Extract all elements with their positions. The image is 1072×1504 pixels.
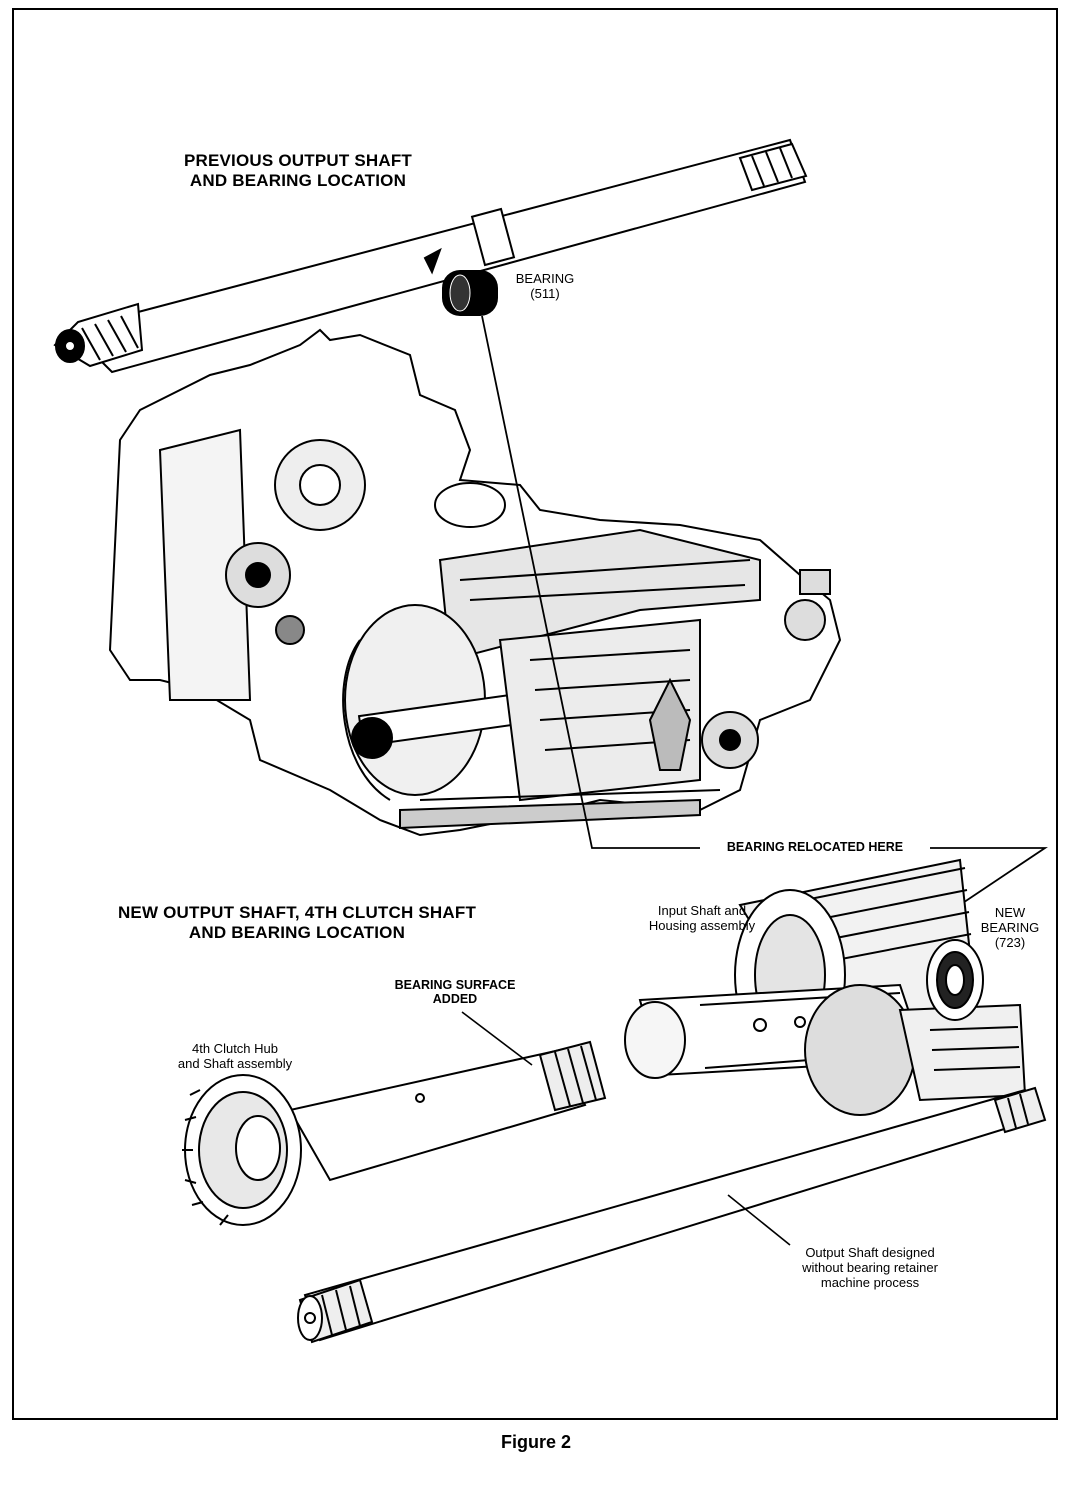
input-shaft-label: Input Shaft and Housing assembly [648, 903, 756, 933]
bearing-511-icon [442, 270, 498, 316]
relocation-leader [481, 315, 700, 849]
figure-frame [12, 8, 1058, 1420]
previous-shaft-heading: PREVIOUS OUTPUT SHAFT AND BEARING LOCATI… [183, 151, 413, 190]
clutch-hub-label: 4th Clutch Hub and Shaft assembly [177, 1041, 293, 1071]
output-shaft-leader [727, 1194, 791, 1246]
bearing-surface-label: BEARING SURFACE ADDED [394, 978, 516, 1007]
clutch-hub-shaft [182, 1040, 607, 1226]
bearing-relocated-label: BEARING RELOCATED HERE [700, 840, 930, 855]
figure-caption: Figure 2 [500, 1432, 571, 1452]
bearing-511-label: BEARING (511) [515, 271, 575, 301]
bearing-723-icon [926, 939, 984, 1021]
previous-output-shaft [53, 138, 808, 374]
new-shaft-heading: NEW OUTPUT SHAFT, 4TH CLUTCH SHAFT AND B… [117, 903, 477, 942]
transmission-assembly [108, 328, 842, 837]
output-shaft-note-label: Output Shaft designed without bearing re… [802, 1245, 938, 1290]
new-bearing-label: NEW BEARING (723) [980, 905, 1040, 950]
bearing-surface-leader [461, 1011, 533, 1066]
input-shaft-housing [624, 858, 1027, 1116]
new-output-shaft [297, 1086, 1047, 1344]
